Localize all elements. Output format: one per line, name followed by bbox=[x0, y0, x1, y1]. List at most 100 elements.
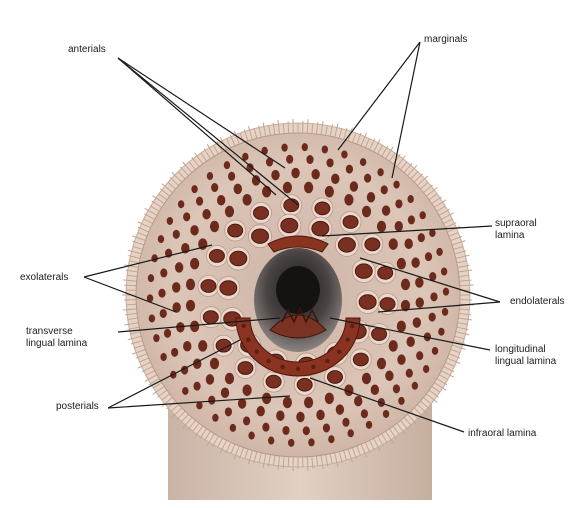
infraoral-cusp bbox=[337, 349, 342, 354]
fimbria bbox=[127, 249, 144, 255]
fimbria bbox=[171, 171, 184, 184]
marginal-tooth-pit bbox=[208, 395, 216, 405]
marginal-tooth-pit bbox=[324, 392, 334, 405]
marginal-tooth-pit bbox=[190, 257, 200, 270]
fimbria bbox=[233, 443, 241, 460]
marginal-tooth-pit bbox=[185, 278, 196, 291]
disc-tooth bbox=[364, 237, 381, 252]
marginal-tooth-pit bbox=[380, 185, 388, 195]
marginal-tooth-pit bbox=[271, 169, 280, 181]
marginal-tooth-pit bbox=[400, 278, 411, 291]
infraoral-cusp bbox=[345, 337, 350, 342]
marginal-tooth-pit bbox=[398, 396, 405, 405]
fimbria bbox=[124, 264, 141, 269]
marginal-tooth-pit bbox=[281, 143, 288, 152]
infraoral-cusp bbox=[325, 358, 330, 364]
marginal-tooth-pit bbox=[411, 257, 420, 268]
fimbria bbox=[457, 284, 474, 287]
marginal-tooth-pit bbox=[171, 347, 179, 357]
fimbria bbox=[219, 438, 228, 454]
marginal-tooth-pit bbox=[212, 413, 219, 422]
marginal-tooth-pit bbox=[354, 395, 363, 407]
marginal-tooth-pit bbox=[423, 332, 432, 342]
leader-line bbox=[83, 244, 213, 278]
marginal-tooth-pit bbox=[376, 220, 387, 233]
marginal-tooth-pit bbox=[321, 145, 329, 154]
marginal-tooth-pit bbox=[303, 181, 314, 194]
fimbria bbox=[456, 269, 473, 273]
marginal-tooth-pit bbox=[400, 299, 411, 312]
marginal-tooth-pit bbox=[286, 154, 294, 164]
disc-tooth bbox=[227, 223, 244, 238]
marginal-tooth-pit bbox=[233, 183, 242, 195]
fimbria bbox=[132, 348, 148, 355]
marginal-tooth-pit bbox=[209, 357, 220, 370]
fimbria bbox=[137, 361, 153, 369]
marginal-tooth-pit bbox=[303, 396, 314, 409]
label-anterials: anterials bbox=[68, 44, 106, 55]
disc-tooth bbox=[215, 338, 232, 353]
label-longitudinal-lingual-lamina: longitudinal lingual lamina bbox=[495, 344, 585, 368]
oral-gap bbox=[276, 266, 320, 314]
marginal-tooth-pit bbox=[407, 195, 414, 204]
marginal-tooth-pit bbox=[388, 340, 398, 352]
fimbria bbox=[450, 343, 466, 350]
marginal-tooth-pit bbox=[177, 200, 185, 209]
leader-lines bbox=[83, 41, 501, 433]
marginal-tooth-pit bbox=[361, 205, 372, 218]
marginal-tooth-pit bbox=[248, 431, 255, 440]
fimbria bbox=[320, 120, 324, 137]
disc-tooth bbox=[342, 215, 359, 229]
marginal-tooth-pit bbox=[282, 181, 293, 194]
marginal-tooth-pit bbox=[349, 181, 359, 192]
fimbria bbox=[182, 415, 194, 429]
marginal-tooth-pit bbox=[335, 404, 345, 415]
disc-tooth bbox=[229, 250, 248, 267]
label-exolaterals: exolaterals bbox=[20, 272, 69, 283]
leader-line bbox=[107, 339, 241, 409]
fimbria bbox=[439, 369, 454, 378]
marginal-tooth-pit bbox=[382, 409, 390, 418]
marginal-tooth-pit bbox=[288, 438, 295, 447]
disc-tooth bbox=[283, 198, 300, 213]
marginal-tooth-pit bbox=[205, 374, 215, 385]
marginal-tooth-pit bbox=[147, 274, 155, 283]
fimbria bbox=[415, 175, 429, 188]
marginal-tooth-pit bbox=[411, 381, 419, 390]
marginal-tooth-pit bbox=[404, 238, 413, 250]
marginal-tooth-pit bbox=[183, 340, 192, 352]
fimbria bbox=[262, 122, 267, 139]
fimbria bbox=[171, 406, 184, 419]
leader-line bbox=[377, 301, 501, 313]
fimbria bbox=[384, 146, 394, 161]
fimbria bbox=[161, 183, 175, 195]
disc-tooth bbox=[354, 263, 373, 279]
marginal-tooth-pit bbox=[419, 211, 426, 220]
infraoral-cusp bbox=[350, 323, 355, 329]
marginal-tooth-pit bbox=[429, 272, 437, 282]
fimbria bbox=[247, 448, 254, 465]
infraoral-lamina-cusps bbox=[241, 323, 355, 372]
marginal-tooth-pit bbox=[267, 436, 275, 445]
marginal-tooth-pit bbox=[365, 420, 373, 429]
label-transverse-lingual-lamina: transverse lingual lamina bbox=[26, 326, 116, 350]
marginal-tooth-pit bbox=[301, 143, 308, 152]
fimbria bbox=[194, 152, 205, 166]
marginal-tooth-pit bbox=[328, 435, 335, 444]
infraoral-cusp bbox=[280, 364, 285, 370]
leader-line bbox=[117, 57, 277, 196]
fimbria bbox=[372, 436, 381, 451]
fimbria bbox=[432, 381, 447, 391]
marginal-tooth-pit bbox=[196, 401, 203, 410]
fimbria bbox=[152, 195, 167, 206]
infraoral-cusp bbox=[295, 366, 301, 372]
marginal-tooth-pit bbox=[229, 423, 237, 432]
disc-tooth bbox=[352, 352, 369, 367]
label-transverse-line2: lingual lamina bbox=[26, 338, 88, 349]
label-supraoral-line2: lamina bbox=[495, 230, 525, 241]
fimbria bbox=[424, 187, 438, 198]
fimbria bbox=[233, 130, 241, 147]
fimbria bbox=[395, 155, 406, 169]
marginal-tooth-pit bbox=[344, 384, 354, 397]
label-longitudinal-line2: lingual lamina bbox=[495, 356, 557, 367]
